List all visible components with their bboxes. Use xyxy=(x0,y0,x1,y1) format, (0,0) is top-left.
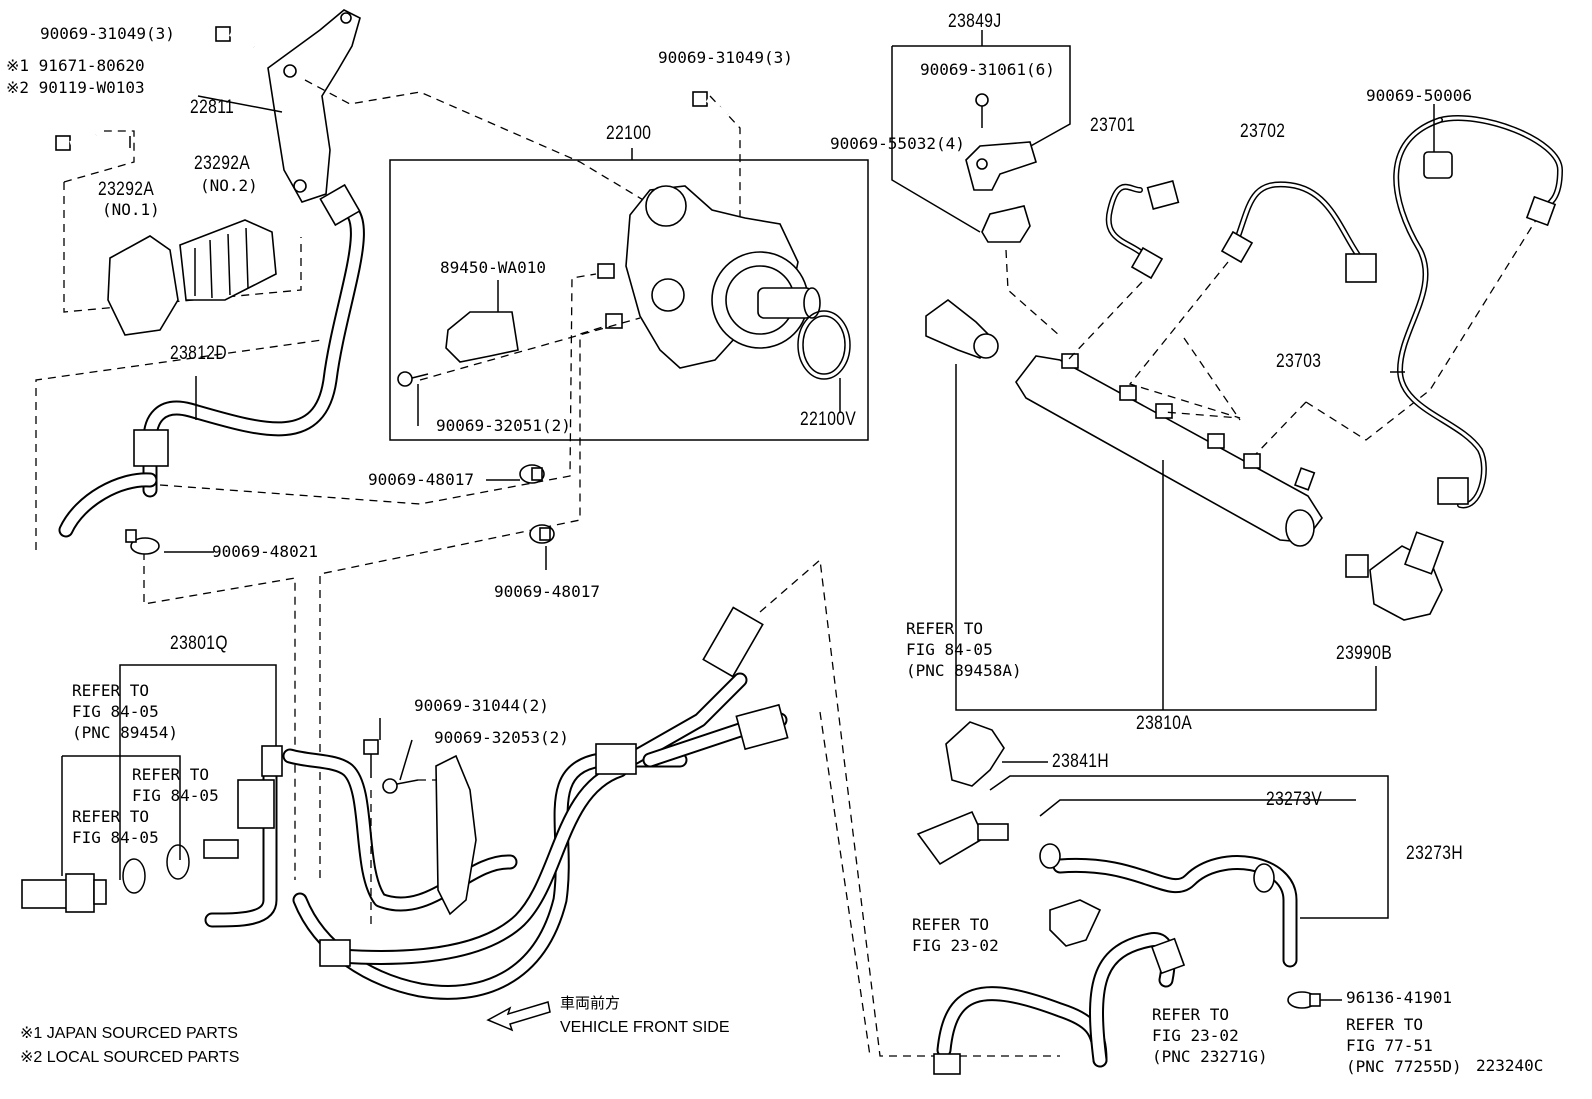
label-refer-hose-3: REFER TO FIG 77-51 (PNC 77255D) xyxy=(1346,1015,1462,1076)
label-refer-hose-1: REFER TO FIG 23-02 xyxy=(912,915,999,955)
hose-clamp-icon xyxy=(125,529,160,555)
bolt-icon xyxy=(55,133,97,151)
label-hose-d: 23812D xyxy=(170,343,228,364)
label-refer-pipe-2: REFER TO FIG 84-05 xyxy=(132,765,219,805)
vehicle-front-arrow-icon xyxy=(486,1001,551,1032)
hose-clamp-icon xyxy=(529,524,555,544)
label-rail: 23810A xyxy=(1136,713,1193,734)
label-refer-pipe-3: REFER TO FIG 84-05 xyxy=(72,807,159,847)
label-sensor-pump: 89450-WA010 xyxy=(440,258,546,277)
legend-japan-sourced: ※1 JAPAN SOURCED PARTS xyxy=(20,1025,238,1042)
label-harness-2: 23702 xyxy=(1240,121,1286,142)
rail-pressure-sensor-shape xyxy=(925,298,999,360)
limiter-valve-shape xyxy=(1345,531,1444,621)
label-clamp-set: 23849J xyxy=(948,11,1002,32)
label-cover-no1-sub: (NO.1) xyxy=(102,200,160,219)
pump-sensor-shape xyxy=(445,311,519,363)
pump-assembly-box xyxy=(389,159,869,441)
oring-icon xyxy=(122,858,146,894)
clip-23841H-shape xyxy=(945,721,1005,787)
label-clamp-a: 90069-48017 xyxy=(368,470,474,489)
diagram-code: 223240C xyxy=(1476,1056,1544,1075)
hose-clamp-icon xyxy=(519,464,545,484)
label-refer-rail: REFER TO FIG 84-05 (PNC 89458A) xyxy=(906,619,1022,680)
label-note2-part: ※2 90119-W0103 xyxy=(6,78,145,97)
label-refer-hose-2: REFER TO FIG 23-02 (PNC 23271G) xyxy=(1152,1005,1268,1066)
label-harness-3: 23703 xyxy=(1276,351,1322,372)
screw-icon xyxy=(397,371,429,387)
label-clamp-half: 90069-55032(4) xyxy=(830,134,965,153)
label-cover-no2-sub: (NO.2) xyxy=(200,176,258,195)
label-clamp-b: 90069-48021 xyxy=(212,542,318,561)
fuel-pump-22100-shape xyxy=(597,185,821,369)
hose-clamp-icon xyxy=(1287,991,1321,1009)
screw-icon xyxy=(975,93,989,128)
label-clamp-c: 90069-48017 xyxy=(494,582,600,601)
label-bolt-bracket: 90069-31049(3) xyxy=(40,24,175,43)
label-bolt-clamp: 90069-31061(6) xyxy=(920,60,1055,79)
label-bolt-pump: 90069-31049(3) xyxy=(658,48,793,67)
fuel-rail-shape xyxy=(1015,353,1323,547)
legend-local-sourced: ※2 LOCAL SOURCED PARTS xyxy=(20,1049,240,1066)
label-oring-pump: 22100V xyxy=(800,409,857,430)
screw-icon xyxy=(382,778,419,794)
temperature-sensor-shape xyxy=(21,873,107,913)
clamp-half-icon xyxy=(965,141,1037,243)
label-pump: 22100 xyxy=(606,123,652,144)
label-harness-3-clip: 90069-50006 xyxy=(1366,86,1472,105)
label-valve: 23990B xyxy=(1336,643,1393,664)
label-cover-no2: 23292A xyxy=(194,153,251,174)
cover-no2-shape xyxy=(179,219,277,301)
bracket-22811-shape xyxy=(267,9,361,203)
label-hose-h: 23273H xyxy=(1406,843,1464,864)
oring-icon xyxy=(166,844,190,880)
label-harness-1: 23701 xyxy=(1090,115,1136,136)
label-bolt-pipe: 90069-31044(2) xyxy=(414,696,549,715)
label-hose-v: 23273V xyxy=(1266,789,1323,810)
label-screw-pipe: 90069-32053(2) xyxy=(434,728,569,747)
bolt-icon xyxy=(692,91,730,116)
label-screw-pump: 90069-32051(2) xyxy=(436,416,571,435)
label-pipe-q: 23801Q xyxy=(170,633,228,654)
cover-no1-shape xyxy=(107,235,179,336)
label-clip-h: 23841H xyxy=(1052,751,1110,772)
fitting-shape xyxy=(916,810,986,866)
label-cover-no1: 23292A xyxy=(98,179,155,200)
label-refer-pipe-1: REFER TO FIG 84-05 (PNC 89454) xyxy=(72,681,178,742)
label-front-jp: 車両前方 xyxy=(560,995,621,1012)
label-front-en: VEHICLE FRONT SIDE xyxy=(560,1019,730,1036)
label-bracket: 22811 xyxy=(190,97,235,118)
label-clamp-hose: 96136-41901 xyxy=(1346,988,1452,1007)
bolt-icon xyxy=(363,739,379,778)
oring-22100V-shape xyxy=(797,310,851,380)
label-note1-part: ※1 91671-80620 xyxy=(6,56,145,75)
bolt-icon xyxy=(215,26,255,49)
wire-clip-icon xyxy=(1423,151,1453,179)
